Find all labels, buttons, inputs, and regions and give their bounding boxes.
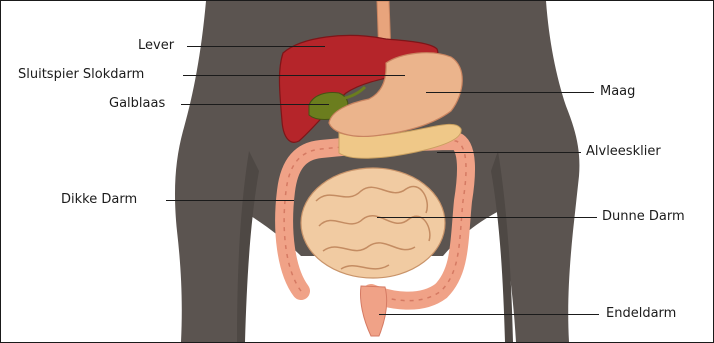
- label-maag: Maag: [600, 84, 635, 100]
- label-dunne-darm: Dunne Darm: [602, 209, 685, 225]
- leader-line-endeldarm: [379, 314, 599, 315]
- label-sluitspier-slokdarm: Sluitspier Slokdarm: [18, 67, 144, 83]
- label-endeldarm: Endeldarm: [606, 306, 676, 322]
- leader-line-lever: [187, 46, 325, 47]
- rectum: [360, 286, 386, 336]
- leader-line-galblaas: [181, 104, 329, 105]
- leader-line-sluitspier: [183, 75, 405, 76]
- label-dikke-darm: Dikke Darm: [61, 192, 137, 208]
- leader-line-dunne-darm: [377, 217, 597, 218]
- leader-line-alvleesklier: [437, 152, 581, 153]
- leader-line-maag: [426, 92, 594, 93]
- label-galblaas: Galblaas: [109, 96, 165, 112]
- leader-line-dikke-darm: [166, 200, 294, 201]
- label-alvleesklier: Alvleesklier: [586, 144, 661, 160]
- label-lever: Lever: [138, 38, 174, 54]
